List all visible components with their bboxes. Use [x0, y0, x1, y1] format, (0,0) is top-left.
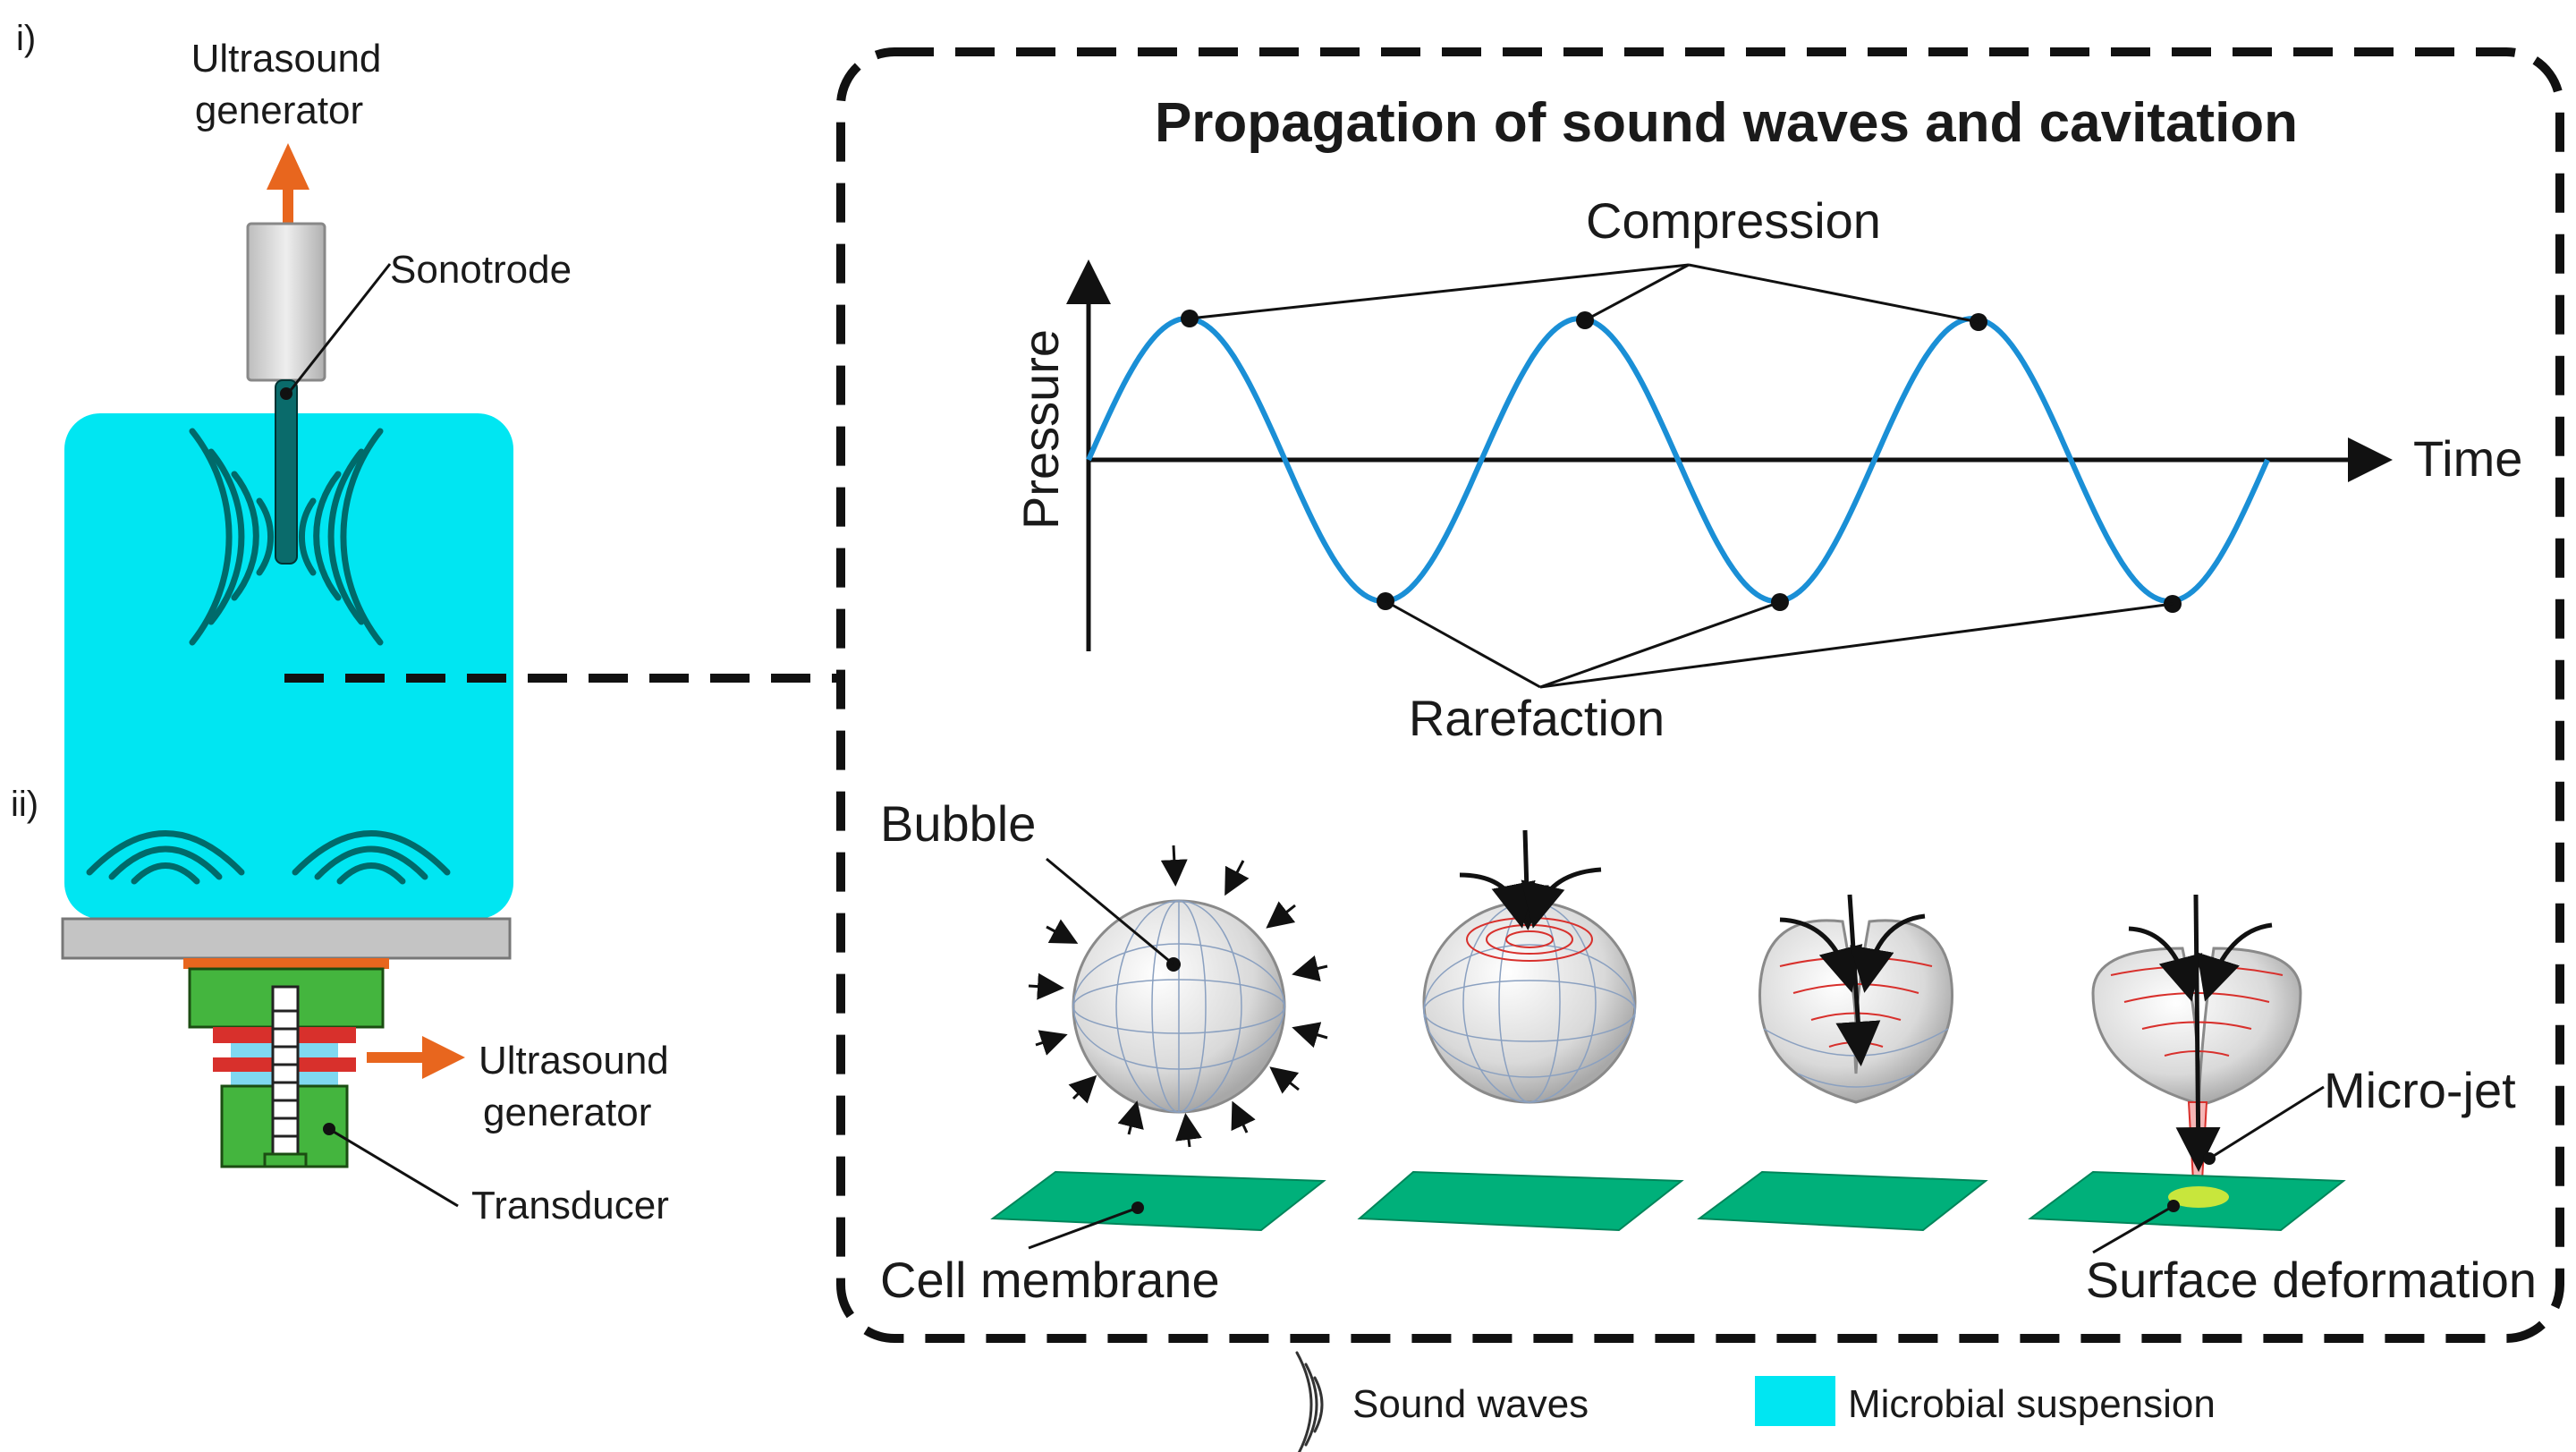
base-plate: [61, 917, 512, 960]
legend-suspension-swatch: [1755, 1376, 1835, 1426]
bubble-stage-1: [1028, 845, 1328, 1148]
transducer-leader-line: [328, 1127, 459, 1208]
pressure-sine-wave: [1086, 315, 2270, 605]
bottom-generator-label-line2: generator: [483, 1091, 651, 1134]
micro-jet-label: Micro-jet: [2324, 1062, 2516, 1118]
cell-membrane-label: Cell membrane: [880, 1252, 1220, 1308]
cavitation-sequence: Bubble Micro-jet Cell membrane Surface d…: [880, 795, 2537, 1308]
compression-leaders: [1189, 263, 1979, 324]
sonication-setup: Ultrasound generator Sonotrode: [61, 37, 669, 1227]
panel-marker-i: i): [16, 19, 36, 58]
sound-waves-icon: [1295, 1351, 1324, 1452]
cell-membranes: [990, 1170, 2346, 1232]
bottom-sound-waves-icon: [86, 830, 451, 885]
surface-deformation-leader-line: [2092, 1204, 2174, 1254]
pressure-axis-label: Pressure: [1013, 329, 1069, 530]
sonotrode-probe: [275, 379, 298, 565]
inset-title: Propagation of sound waves and cavitatio…: [1155, 92, 2298, 154]
surface-deformation-spot: [2168, 1186, 2229, 1208]
legend-sound-waves-label: Sound waves: [1352, 1382, 1589, 1426]
time-axis-label: Time: [2413, 430, 2522, 487]
legend: Sound waves Microbial suspension: [1295, 1351, 2216, 1452]
bottom-generator-label-line1: Ultrasound: [479, 1039, 669, 1083]
compression-label: Compression: [1586, 192, 1881, 249]
orange-right-arrow-icon: [367, 1036, 465, 1079]
cell-membrane-leader-line: [1028, 1206, 1139, 1250]
bubble-stage-3: [1758, 894, 1954, 1104]
legend-suspension-label: Microbial suspension: [1848, 1382, 2216, 1426]
suspension-container: [64, 413, 513, 919]
bubble-stage-4: [2091, 894, 2302, 1182]
sonotrode-leader-line: [286, 263, 392, 395]
sonotrode-label: Sonotrode: [390, 248, 572, 292]
top-generator-label-line2: generator: [195, 89, 363, 132]
pressure-wave-graph: Pressure Time Compression Rarefaction: [1013, 192, 2522, 746]
rarefaction-label: Rarefaction: [1409, 690, 1665, 746]
bubble-leader-line: [1046, 857, 1174, 966]
probe-sound-waves-icon: [189, 428, 384, 646]
inset-frame: [836, 47, 2564, 1343]
bubble-stage-2: [1422, 829, 1637, 1104]
top-generator-label-line1: Ultrasound: [191, 37, 382, 81]
surface-deformation-label: Surface deformation: [2086, 1252, 2537, 1308]
transducer-assembly: [183, 958, 389, 1168]
micro-jet-leader-line: [2208, 1085, 2325, 1160]
panel-marker-ii: ii): [11, 785, 38, 824]
transducer-label: Transducer: [471, 1184, 669, 1227]
bubble-label: Bubble: [880, 795, 1036, 852]
sonotrode-housing: [246, 222, 326, 382]
rarefaction-leaders: [1385, 599, 2174, 689]
